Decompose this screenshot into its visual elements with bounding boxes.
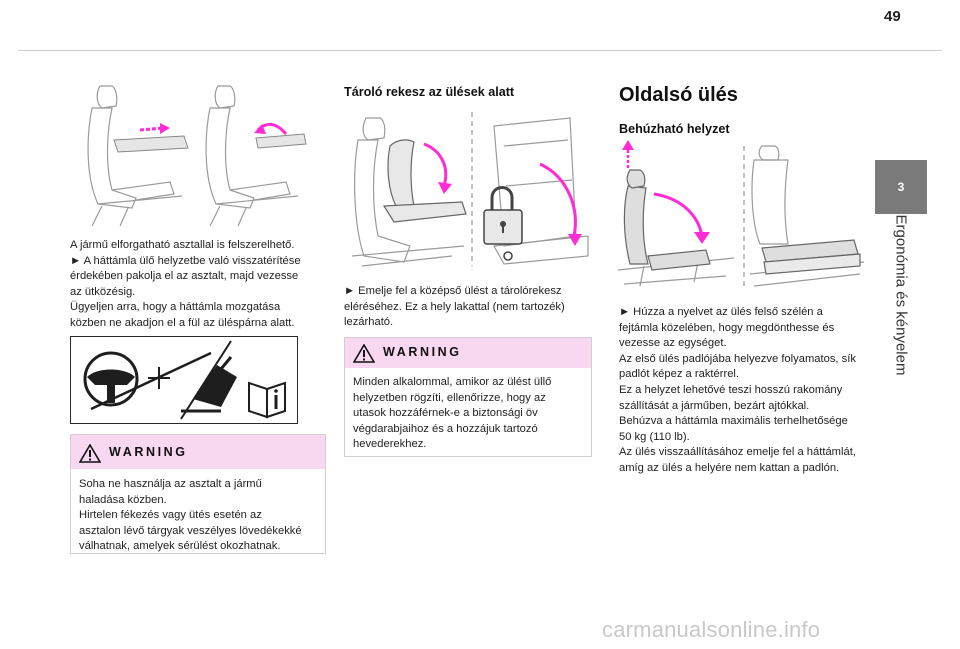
folding-line: Az ülés visszaállításához emelje fel a h… <box>619 446 856 459</box>
warning-box: WARNING Soha ne használja az asztalt a j… <box>70 434 326 554</box>
warning-triangle-icon <box>79 444 101 463</box>
storage-text: ► Emelje fel a középső ülést a tárolórek… <box>344 284 565 331</box>
intro-line: A jármű elforgatható asztallal is felsze… <box>70 239 295 251</box>
chapter-tab[interactable]: 3 <box>875 160 927 214</box>
page-section-title: Oldalsó ülés <box>619 84 738 106</box>
folding-line: 50 kg (110 lb). <box>619 430 690 443</box>
swivel-table-illustration <box>87 85 307 227</box>
warning-text: Soha ne használja az asztalt a jármű hal… <box>79 477 302 555</box>
padlock-icon <box>483 186 523 261</box>
warning-text: Minden alkalommal, amikor az ülést üllő … <box>353 375 551 453</box>
folding-line: Behúzva a háttámla maximális terhelhetős… <box>619 415 848 428</box>
warning-line: válhatnak, amelyek sérülést okozhatnak. <box>79 540 281 553</box>
intro-line: Ügyeljen arra, hogy a háttámla mozgatása <box>70 301 281 314</box>
header-rule <box>18 50 942 51</box>
folding-line: padlót képez a raktérrel. <box>619 368 740 381</box>
warning-box: WARNING Minden alkalommal, amikor az ülé… <box>344 337 592 457</box>
storage-compartment-illustration <box>351 112 589 267</box>
warning-line: haladása közben. <box>79 493 167 506</box>
folding-line: amíg az ülés a helyére nem kattan a padl… <box>619 461 840 474</box>
folding-line: vezesse az egységet. <box>619 337 727 350</box>
folding-line: Ez a helyzet lehetővé teszi hosszú rakom… <box>619 383 843 396</box>
folding-line: ► Húzza a nyelvet az ülés felső szélén a <box>619 306 823 318</box>
folding-line: Az első ülés padlójába helyezve folyamat… <box>619 352 856 365</box>
warning-line: Soha ne használja az asztalt a jármű <box>79 478 262 490</box>
storage-line: ► Emelje fel a középső ülést a tárolórek… <box>344 285 562 297</box>
storage-line: lezárható. <box>344 316 394 329</box>
warning-title: WARNING <box>109 445 188 459</box>
warning-header: WARNING <box>71 435 325 469</box>
seat-table-icon <box>181 356 237 413</box>
folding-line: fejtámla közelében, hogy megdönthesse és <box>619 321 835 334</box>
warning-line: helyzetben rögzíti, ellenőrizze, hogy az <box>353 391 546 404</box>
folding-seat-text: ► Húzza a nyelvet az ülés felső szélén a… <box>619 305 856 477</box>
watermark: carmanualsonline.info <box>602 617 821 642</box>
warning-line: asztalon lévő tárgyak veszélyes lövedéke… <box>79 524 302 537</box>
intro-line: közben ne akadjon el a fül az üléspárna … <box>70 316 295 329</box>
intro-line: ► A háttámla ülő helyzetbe való visszaté… <box>70 254 301 267</box>
page-number: 49 <box>884 8 901 25</box>
intro-line: érdekében pakolja el az asztalt, majd ve… <box>70 270 299 283</box>
chapter-title: Ergonómia és kényelem <box>876 214 926 376</box>
warning-header: WARNING <box>345 338 591 368</box>
warning-line: utasok hozzáférnek-e a biztonsági öv <box>353 407 538 420</box>
storage-line: eléréséhez. Ez a hely lakattal (nem tart… <box>344 300 565 313</box>
warning-line: hevederekhez. <box>353 438 427 451</box>
warning-line: Hirtelen fékezés vagy ütés esetén az <box>79 509 262 522</box>
warning-title: WARNING <box>383 345 462 359</box>
warning-line: végdarabjaihoz és a hozzájuk tartozó <box>353 422 538 435</box>
chapter-title-text: Ergonómia és kényelem <box>892 214 910 376</box>
warning-line: Minden alkalommal, amikor az ülést üllő <box>353 376 552 388</box>
manual-book-icon <box>248 381 286 419</box>
steering-wheel-icon <box>83 351 139 407</box>
section-heading: Tároló rekesz az ülések alatt <box>344 85 515 99</box>
warning-triangle-icon <box>353 344 375 363</box>
intro-line: az ütközésig. <box>70 285 136 298</box>
folding-seat-illustration <box>617 140 865 287</box>
section-subtitle: Behúzható helyzet <box>619 122 730 136</box>
pictogram-box <box>70 336 298 424</box>
folding-line: szállítását a járműben, bezárt ajtókkal. <box>619 399 810 412</box>
intro-text: A jármű elforgatható asztallal is felsze… <box>70 238 301 332</box>
